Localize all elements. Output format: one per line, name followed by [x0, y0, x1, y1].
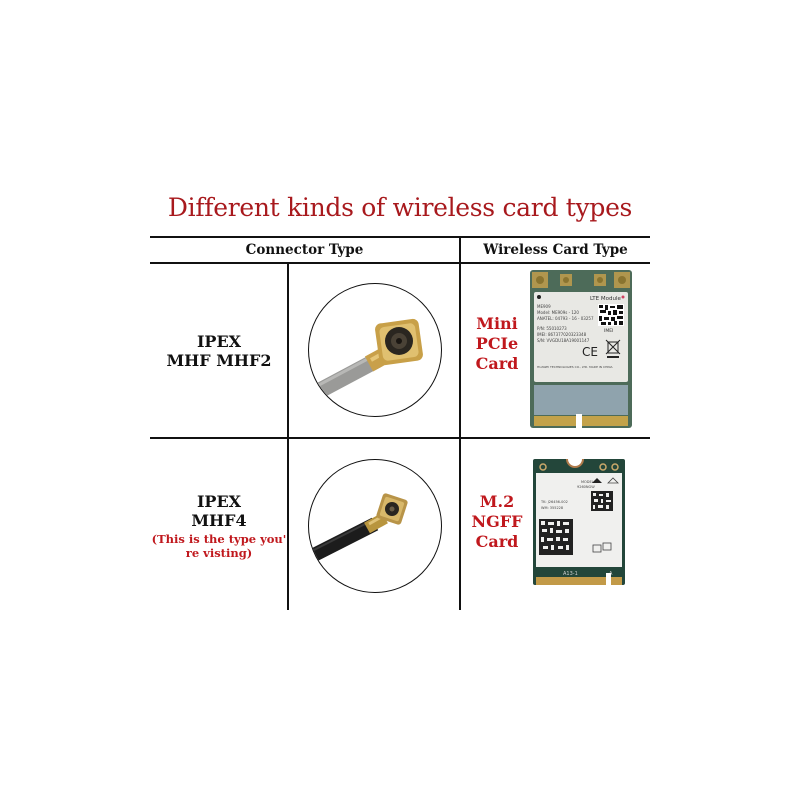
header-wireless-card-type: Wireless Card Type: [483, 242, 628, 258]
table-top-border: [150, 236, 650, 238]
svg-text:CE: CE: [582, 345, 598, 359]
card-label-line: Mini: [476, 314, 518, 333]
svg-text:MODEL:: MODEL:: [581, 480, 595, 484]
svg-text:ME909: ME909: [537, 304, 551, 309]
connector-name-mhf-mhf2: IPEX MHF MHF2: [150, 332, 288, 370]
connector-image-mhf: [308, 283, 442, 417]
card-label-mini-pcie: Mini PCIe Card: [466, 314, 528, 374]
connector-note: (This is the type you' re visting): [151, 532, 287, 560]
connector-name-line2: MHF4: [191, 511, 247, 530]
ipex-mhf-connector-icon: [309, 318, 423, 406]
svg-text:IMEI: IMEI: [604, 328, 613, 334]
svg-text:S/N: VVGDU18A19001147: S/N: VVGDU18A19001147: [537, 338, 590, 343]
svg-text:HUAWEI TECHNOLOGIES CO., LTD.: HUAWEI TECHNOLOGIES CO., LTD. MADE IN CH…: [537, 365, 613, 369]
m2-ngff-card-icon: MODEL: 9260NGW TK: J26456-002 WM: 355228…: [533, 458, 625, 587]
card-label-m2-ngff: M.2 NGFF Card: [466, 492, 528, 552]
page-title: Different kinds of wireless card types: [167, 193, 633, 222]
card-label-line: PCIe: [475, 334, 519, 353]
header-connector-type: Connector Type: [245, 242, 364, 258]
svg-text:Model: ME909s - 120: Model: ME909s - 120: [537, 310, 579, 315]
mini-pcie-card-icon: LTE Module ME909 Model: ME909s - 120 ANA…: [530, 270, 632, 428]
card-label-line: M.2: [479, 492, 515, 511]
svg-text:A13-1: A13-1: [563, 571, 578, 577]
connector-name-mhf4: IPEX MHF4 (This is the type you' re vist…: [150, 492, 288, 560]
card-label-line: Card: [475, 532, 519, 551]
mini-pcie-card-image: LTE Module ME909 Model: ME909s - 120 ANA…: [530, 270, 632, 430]
connector-name-line1: IPEX: [196, 492, 242, 511]
svg-text:P/N: 55010273: P/N: 55010273: [537, 326, 567, 331]
svg-text:ANATEL: 04793 - 16 - 03257: ANATEL: 04793 - 16 - 03257: [537, 316, 594, 321]
table-header-divider: [150, 262, 650, 264]
svg-text:TK: J26456-002: TK: J26456-002: [540, 500, 568, 504]
m2-ngff-card-image: MODEL: 9260NGW TK: J26456-002 WM: 355228…: [533, 458, 625, 587]
connector-image-mhf4: [308, 459, 442, 593]
card-label-line: Card: [475, 354, 519, 373]
connector-name-line1: IPEX: [196, 332, 242, 351]
svg-text:IMEI: 867377020323348: IMEI: 867377020323348: [537, 332, 587, 337]
connector-name-line2: MHF MHF2: [166, 351, 272, 370]
table-column-divider-inner: [287, 262, 289, 610]
svg-text:LTE Module: LTE Module: [590, 296, 622, 302]
table-column-divider-header: [459, 236, 461, 610]
card-label-line: NGFF: [471, 512, 523, 531]
ipex-mhf4-connector-icon: [309, 493, 408, 566]
table-row-divider: [150, 437, 650, 439]
svg-text:WM: 355228: WM: 355228: [541, 506, 563, 510]
svg-text:9260NGW: 9260NGW: [577, 485, 595, 489]
